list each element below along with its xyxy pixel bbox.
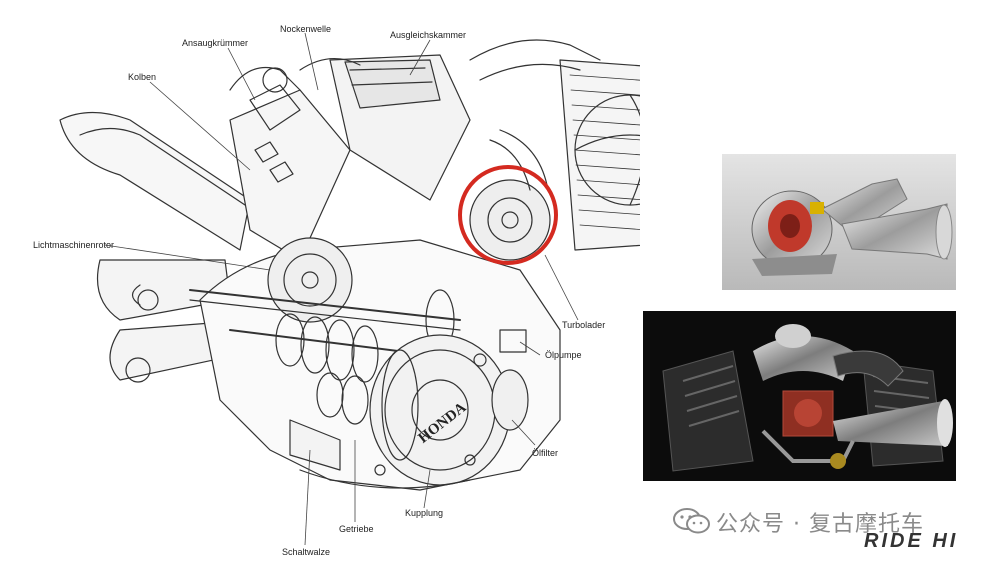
turbocharger-photo <box>722 154 956 290</box>
leader-ansaugkruemmer <box>227 47 256 101</box>
watermark: 公众号 · 复古摩托车 RIDE HI <box>668 500 998 560</box>
label-getriebe: Getriebe <box>339 524 374 534</box>
watermark-text: 公众号 · 复古摩托车 <box>716 512 924 537</box>
leader-ausgleichskammer <box>409 39 431 76</box>
leader-oelfilter <box>511 419 536 446</box>
leader-schaltwalze <box>304 449 311 546</box>
turbo-highlight-circle <box>458 165 558 265</box>
label-oelpumpe: Ölpumpe <box>545 350 582 360</box>
leader-kolben <box>149 81 251 171</box>
label-turbolader: Turbolader <box>562 320 606 330</box>
wechat-icon <box>673 508 710 534</box>
leader-nockenwelle <box>304 32 319 91</box>
leader-kupplung <box>423 469 431 509</box>
label-ausgleichskammer: Ausgleichskammer <box>390 30 467 40</box>
engine-cutaway-drawing: HONDA <box>59 32 640 546</box>
label-nockenwelle: Nockenwelle <box>280 24 332 34</box>
leader-lichtmaschinenrotor <box>104 244 271 271</box>
label-ansaugkruemmer: Ansaugkrümmer <box>182 38 249 48</box>
label-lichtmaschinenrotor: Lichtmaschinenrotor <box>33 240 115 250</box>
engine-turbo-photo <box>643 311 956 481</box>
leader-oelpumpe <box>519 341 541 356</box>
label-kupplung: Kupplung <box>405 508 444 518</box>
label-oelfilter: Ölfilter <box>532 448 559 458</box>
leader-turbolader <box>544 254 579 321</box>
label-kolben: Kolben <box>128 72 157 82</box>
label-schaltwalze: Schaltwalze <box>282 547 331 557</box>
ridehi-logo: RIDE HI <box>864 530 959 552</box>
